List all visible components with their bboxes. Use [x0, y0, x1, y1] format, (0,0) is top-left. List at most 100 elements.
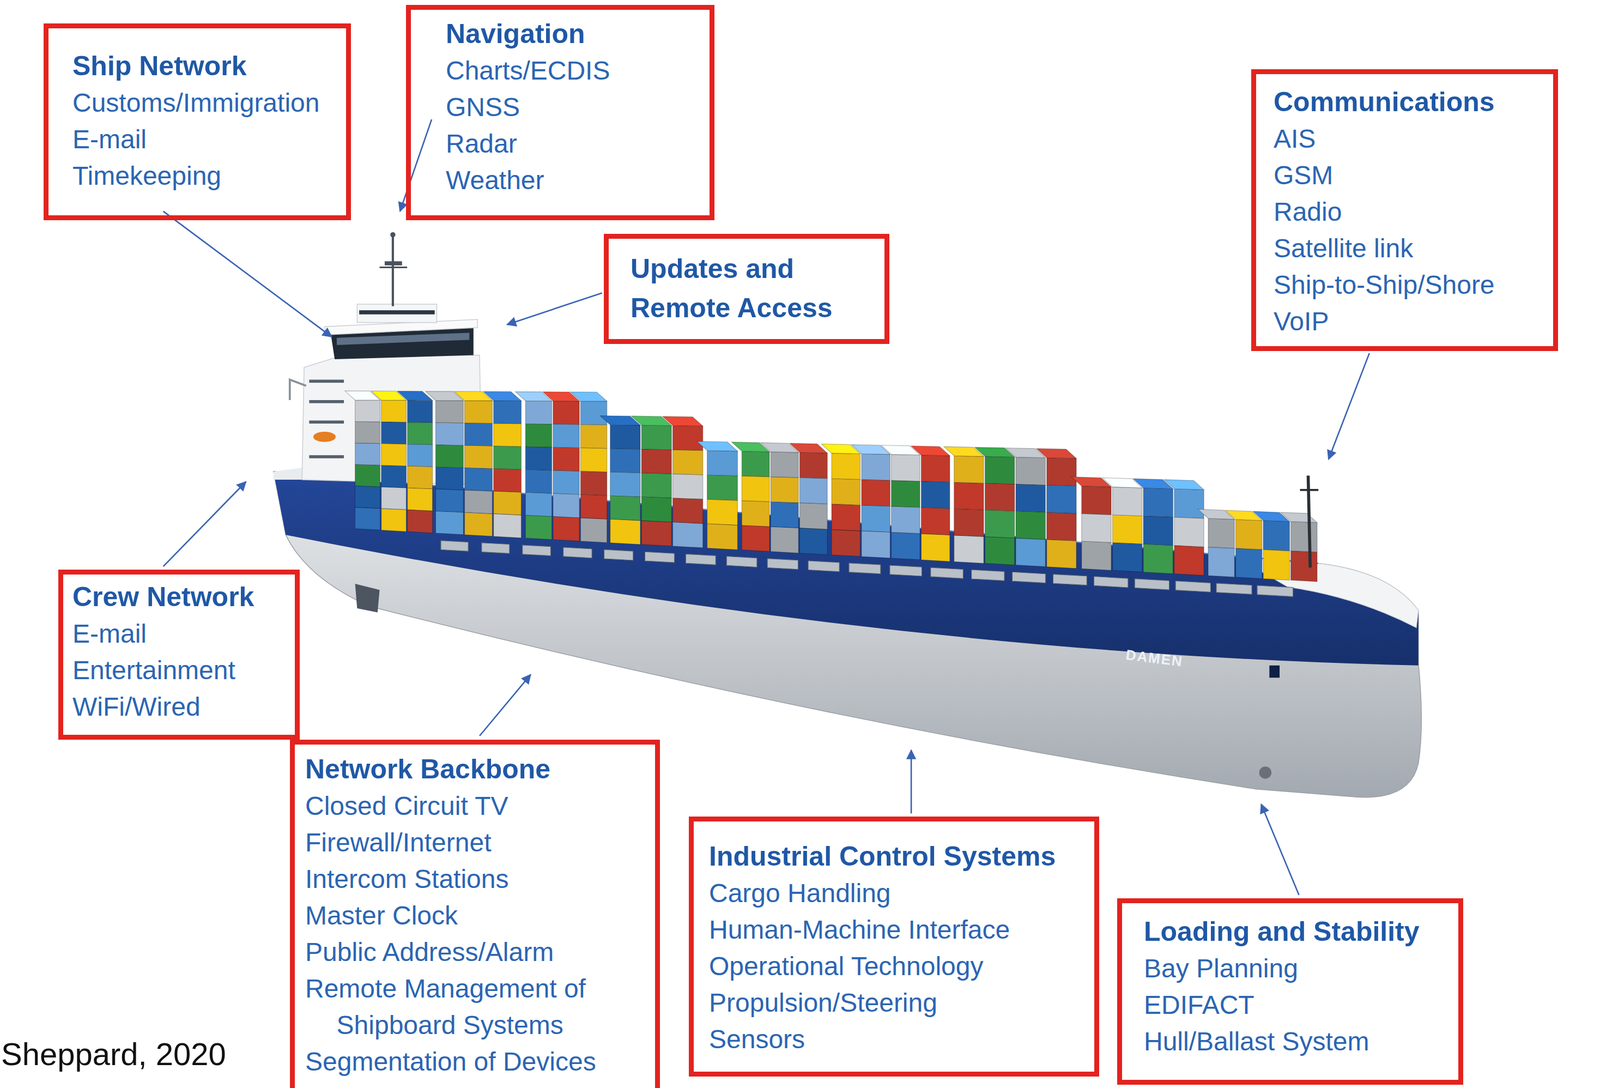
- callout-box: NavigationCharts/ECDISGNSSRadarWeather: [405, 4, 715, 221]
- container: [707, 523, 738, 550]
- container: [1081, 486, 1112, 515]
- container: [610, 448, 641, 474]
- hatch-opening: [1093, 576, 1129, 588]
- container: [673, 425, 703, 451]
- container: [355, 400, 381, 422]
- container: [1174, 488, 1204, 519]
- davit: [289, 379, 307, 400]
- window-row: [308, 379, 344, 384]
- container: [435, 466, 464, 490]
- container: [641, 473, 672, 499]
- container: [1046, 457, 1077, 487]
- rudder: [355, 583, 380, 612]
- container: [641, 449, 672, 474]
- container: [610, 495, 641, 521]
- container: [610, 518, 641, 544]
- source-credit: Sheppard, 2020: [1, 1035, 227, 1072]
- container: [1081, 513, 1112, 543]
- container: [741, 451, 770, 477]
- fore-mast-yard: [1300, 488, 1319, 492]
- callout-box: Ship NetworkCustoms/ImmigrationE-mailTim…: [43, 23, 351, 221]
- container: [1015, 457, 1046, 486]
- hatch-opening: [1175, 580, 1211, 592]
- hatch-opening: [1011, 571, 1046, 583]
- container: [407, 400, 433, 423]
- aft-deck: [273, 467, 305, 480]
- container: [1143, 543, 1173, 574]
- list-item: Cargo Handling: [708, 874, 1081, 912]
- container: [1046, 512, 1077, 541]
- list-item: Master Clock: [305, 897, 642, 934]
- container: [381, 508, 407, 532]
- hatch-opening: [767, 558, 799, 570]
- hatch-opening: [685, 553, 716, 565]
- container: [1015, 483, 1046, 512]
- container: [493, 423, 522, 447]
- container: [1046, 485, 1077, 514]
- hatch-opening: [603, 549, 633, 561]
- container: [407, 444, 433, 468]
- list-item: Human-Machine Interface: [708, 911, 1081, 948]
- leader-line: [1328, 353, 1370, 460]
- list-item: E-mail: [72, 120, 332, 158]
- list-item: AIS: [1273, 120, 1539, 157]
- container: [1263, 549, 1290, 580]
- container: [799, 528, 828, 555]
- wheelhouse-top: [356, 304, 437, 323]
- hatch-opening: [808, 560, 840, 572]
- hatch-opening: [522, 544, 551, 556]
- container: [464, 512, 493, 537]
- container: [741, 475, 770, 502]
- list-item: Customs/Immigration: [72, 84, 332, 121]
- box-heading: Communications: [1273, 83, 1539, 121]
- list-item: Closed Circuit TV: [305, 787, 642, 824]
- container: [553, 516, 580, 541]
- container: [984, 482, 1015, 511]
- container: [984, 456, 1015, 484]
- container: [610, 471, 641, 497]
- container: [1208, 518, 1235, 549]
- list-item: Timekeeping: [72, 157, 332, 195]
- container: [464, 445, 493, 469]
- container: [1015, 537, 1046, 567]
- bridge-windows: [336, 332, 470, 345]
- container: [1036, 448, 1077, 459]
- list-item: WiFi/Wired: [72, 688, 282, 725]
- container: [553, 470, 580, 495]
- container: [707, 450, 738, 476]
- list-item: Intercom Stations: [305, 860, 642, 898]
- container: [381, 443, 407, 466]
- container: [1046, 539, 1077, 569]
- container: [920, 481, 950, 509]
- container: [464, 489, 493, 514]
- hatch-opening: [440, 540, 469, 552]
- list-item: GNSS: [445, 88, 696, 126]
- list-item: Operational Technology: [708, 947, 1081, 985]
- container: [789, 443, 828, 453]
- container: [407, 509, 433, 533]
- container: [1208, 547, 1235, 578]
- container: [861, 479, 890, 507]
- window-row: [308, 400, 344, 404]
- container: [553, 446, 580, 471]
- leader-lines: [163, 119, 1370, 895]
- container: [435, 488, 464, 513]
- window-row: [308, 420, 344, 424]
- container: [570, 391, 608, 402]
- container: [381, 464, 407, 488]
- container: [381, 486, 407, 510]
- container: [641, 520, 672, 547]
- container: [493, 468, 522, 492]
- container: [799, 477, 828, 504]
- container: [435, 422, 464, 446]
- container: [1174, 517, 1204, 547]
- container: [861, 453, 890, 481]
- container: [580, 494, 607, 519]
- superstructure-windows: [308, 379, 344, 459]
- container: [493, 491, 522, 515]
- hatch-opening: [481, 542, 510, 554]
- container: [831, 478, 860, 506]
- container: [673, 449, 703, 475]
- container: [920, 455, 950, 483]
- container: [984, 509, 1015, 538]
